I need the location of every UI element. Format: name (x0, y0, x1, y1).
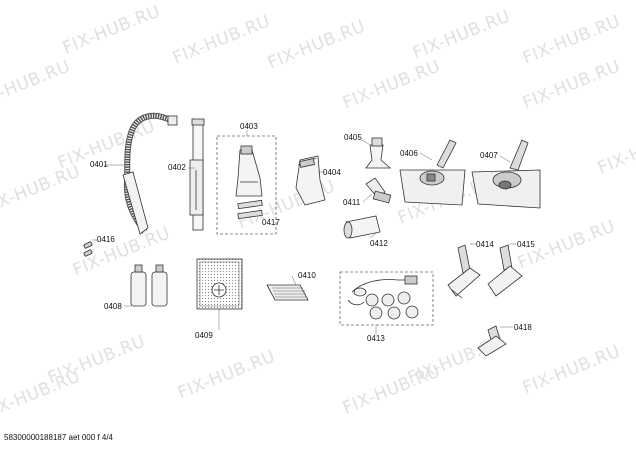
upholstery-nozzle (235, 145, 263, 197)
nozzle-0418 (477, 325, 507, 357)
part-label-0418: 0418 (514, 323, 532, 332)
grill-0410 (266, 284, 309, 301)
part-label-0407: 0407 (480, 151, 498, 160)
floor-nozzle-0407 (471, 139, 541, 209)
part-label-0409: 0409 (195, 331, 213, 340)
brush-0411 (365, 177, 392, 204)
part-label-0417: 0417 (262, 218, 280, 227)
part-label-0411: 0411 (343, 198, 361, 207)
hose-part-0401 (122, 112, 178, 235)
group-box-0413 (339, 271, 434, 326)
small-parts-0416 (83, 241, 93, 257)
floor-nozzle-0406 (399, 139, 466, 206)
part-label-0403: 0403 (240, 122, 258, 131)
part-label-0408: 0408 (104, 302, 122, 311)
bottles-0408 (130, 264, 168, 307)
part-label-0406: 0406 (400, 149, 418, 158)
brush-strip-0417 (237, 199, 263, 220)
part-label-0413: 0413 (367, 334, 385, 343)
part-label-0410: 0410 (298, 271, 316, 280)
nozzle-0405 (365, 137, 392, 169)
nozzle-0414 (447, 244, 481, 299)
accessory-kit-0413 (347, 275, 419, 320)
part-label-0404: 0404 (323, 168, 341, 177)
filter-0409 (196, 258, 243, 310)
group-box-0403 (216, 135, 277, 235)
part-label-0401: 0401 (90, 160, 108, 169)
part-label-0414: 0414 (476, 240, 494, 249)
document-footer: 58300000188187 aet 000 f 4/4 (4, 433, 113, 442)
wet-nozzle-0404 (295, 155, 326, 206)
part-label-0416: 0416 (97, 235, 115, 244)
part-label-0405: 0405 (344, 133, 362, 142)
part-label-0415: 0415 (517, 240, 535, 249)
part-label-0412: 0412 (370, 239, 388, 248)
nozzle-0415 (487, 244, 523, 297)
tube-part-0402 (189, 118, 205, 231)
part-label-0402: 0402 (168, 163, 186, 172)
adapter-0412 (343, 215, 381, 239)
